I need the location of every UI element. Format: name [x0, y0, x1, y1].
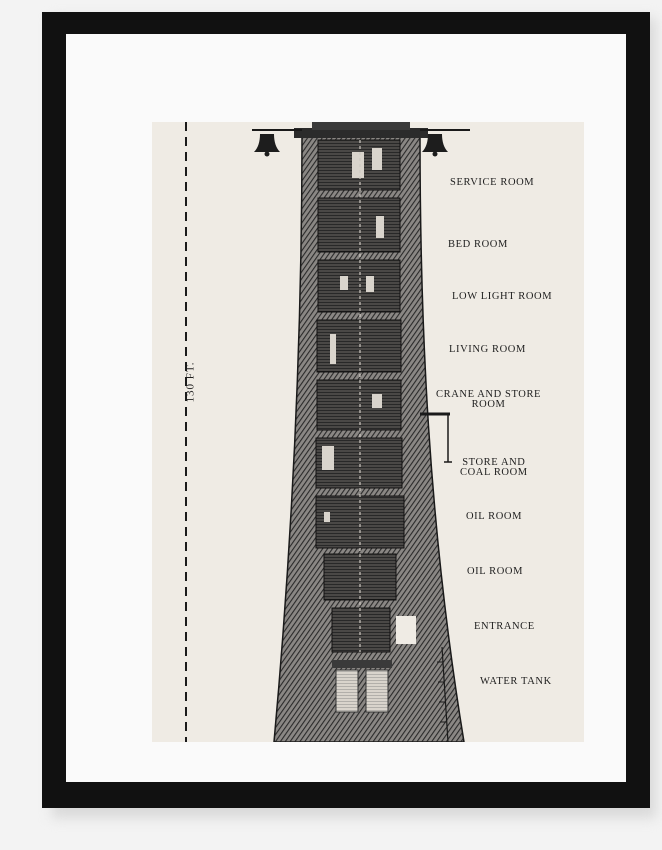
room-living: [316, 319, 402, 373]
room-entrance: [331, 607, 416, 653]
left-bell-icon: [252, 129, 302, 157]
label-service-room: SERVICE ROOM: [450, 177, 535, 188]
height-label: 130 FT.: [184, 361, 197, 403]
picture-frame: 130 FT. SERVICE ROOM BED ROOM LOW LIGHT …: [42, 12, 650, 808]
room-service: [317, 139, 401, 191]
label-crane-store-line2: ROOM: [471, 399, 506, 410]
label-water-tank: WATER TANK: [480, 676, 552, 687]
label-oil-room-2: OIL ROOM: [467, 566, 524, 577]
label-store-coal-line2: COAL ROOM: [460, 467, 528, 478]
entrance-ladder: [437, 646, 449, 742]
lantern-gallery: [294, 128, 428, 138]
room-crane-store: [316, 379, 402, 431]
label-living-room: LIVING ROOM: [449, 344, 526, 355]
room-low-light: [317, 259, 401, 313]
room-store-coal: [315, 437, 403, 489]
mat-board: 130 FT. SERVICE ROOM BED ROOM LOW LIGHT …: [66, 34, 626, 782]
label-store-coal-line1: STORE AND: [462, 457, 526, 468]
label-store-coal-room: STORE AND COAL ROOM: [460, 457, 528, 478]
lighthouse-engraving: 130 FT. SERVICE ROOM BED ROOM LOW LIGHT …: [152, 122, 584, 742]
lighthouse-cross-section: [185, 122, 470, 742]
crane-arm: [420, 412, 452, 463]
room-oil-1: [315, 495, 405, 549]
label-crane-store-room: CRANE AND STORE ROOM: [436, 389, 542, 410]
label-bed-room: BED ROOM: [448, 239, 508, 250]
right-bell-icon: [420, 129, 470, 157]
room-bed: [317, 197, 401, 253]
water-tank: [332, 660, 392, 713]
label-entrance: ENTRANCE: [474, 621, 535, 632]
label-low-light-room: LOW LIGHT ROOM: [452, 291, 553, 302]
label-oil-room-1: OIL ROOM: [466, 511, 523, 522]
label-crane-store-line1: CRANE AND STORE: [436, 389, 542, 400]
